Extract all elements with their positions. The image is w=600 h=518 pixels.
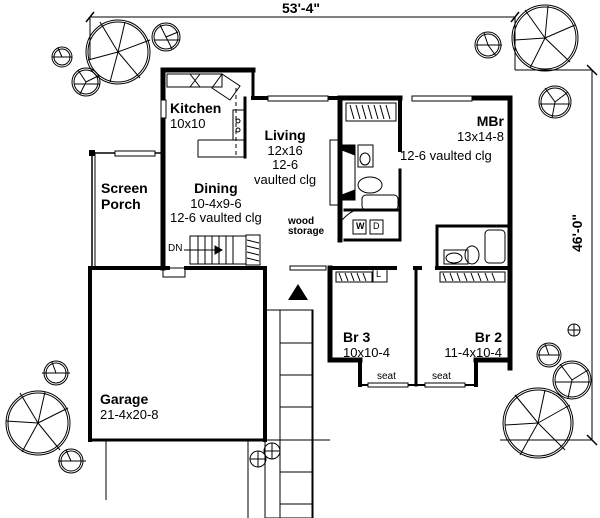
room-size: 10-4x9-6 <box>190 195 242 211</box>
depth-dimension: 46'-0" <box>569 214 585 252</box>
width-dimension: 53'-4" <box>282 0 320 16</box>
entry-arrow-icon <box>288 284 308 300</box>
label-text: wood <box>288 216 315 227</box>
ceiling-type: vaulted clg <box>254 171 317 187</box>
label-text: storage <box>288 226 325 237</box>
room-size: 12x16 <box>267 142 303 158</box>
washer-label: W <box>356 221 365 231</box>
room-size: 11-4x10-4 <box>444 344 502 360</box>
room-size: 10x10-4 <box>343 344 390 360</box>
room-br2: Br 2 11-4x10-4 <box>420 329 502 360</box>
tree-icon <box>85 19 151 85</box>
room-living: Living 12x16 12-6 vaulted clg <box>254 127 317 187</box>
room-dining: Dining 10-4x9-6 12-6 vaulted clg <box>170 180 262 226</box>
room-garage: Garage 21-4x20-8 <box>100 391 159 422</box>
stairs-down-label: DN <box>168 243 183 254</box>
room-name: Kitchen <box>170 100 222 116</box>
room-name: Living <box>264 127 306 143</box>
ceiling-height: 12-6 <box>272 157 299 173</box>
room-br3: Br 3 10x10-4 <box>343 329 390 360</box>
room-name: Garage <box>100 391 149 407</box>
room-mbr: MBr 13x14-8 <box>428 113 504 144</box>
linen-closet-label: L <box>376 269 382 279</box>
room-name: Br 2 <box>474 329 502 345</box>
seat-label: seat <box>432 371 451 382</box>
room-screen-porch: Screen Porch <box>101 180 148 212</box>
seat-label: seat <box>377 371 396 382</box>
room-kitchen: Kitchen 10x10 <box>170 100 222 131</box>
room-name: Screen <box>101 180 148 196</box>
mbr-ceiling: 12-6 vaulted clg <box>400 148 492 163</box>
room-name: MBr <box>476 113 504 129</box>
room-size: 10x10 <box>170 115 206 131</box>
room-name: Br 3 <box>343 329 371 345</box>
ceiling: 12-6 vaulted clg <box>170 210 262 226</box>
dryer-label: D <box>373 221 380 231</box>
wood-storage-label: wood storage <box>288 217 324 237</box>
room-size: 13x14-8 <box>457 128 504 144</box>
room-size: 21-4x20-8 <box>100 406 159 422</box>
room-name: Dining <box>194 180 238 196</box>
room-name: Porch <box>101 195 141 212</box>
